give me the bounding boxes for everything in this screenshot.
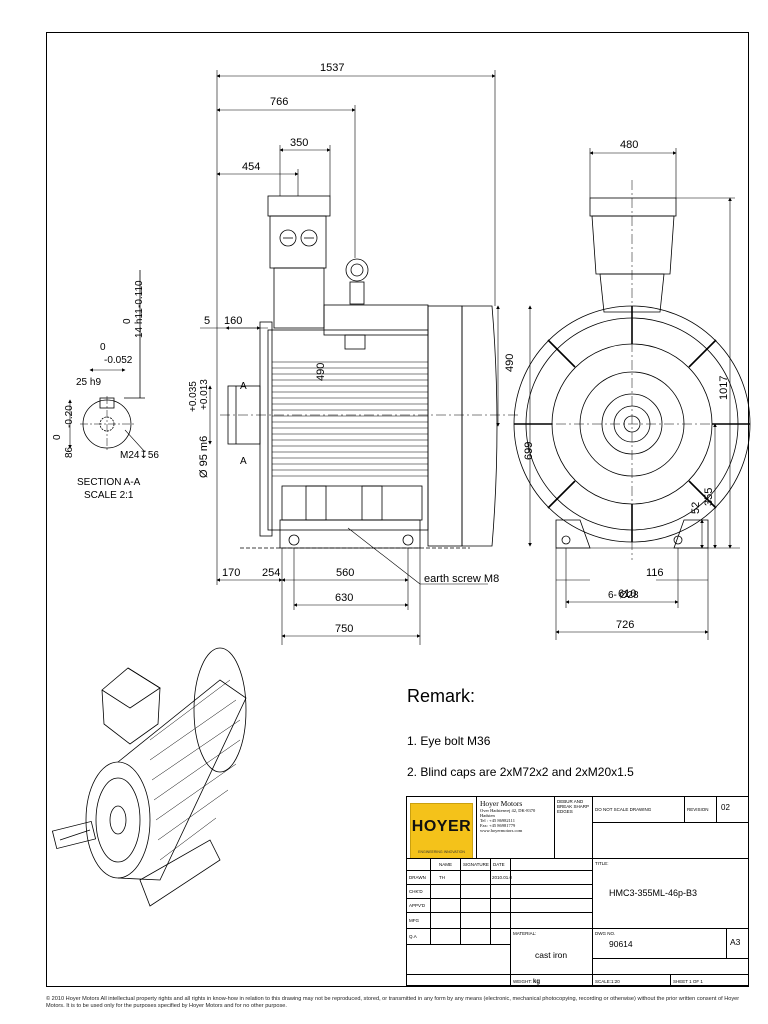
hoyer-logo: HOYER ENGINEERING INNOVATION [410, 803, 473, 859]
isometric-view [51, 647, 247, 907]
rotated-dimension-texts: 490 699 1017 355 52 Ø 95 m6 +0.035 +0.01… [52, 280, 730, 514]
drawing-sheet [46, 32, 749, 987]
side-view [220, 195, 520, 549]
title-block: HOYER ENGINEERING INNOVATION Hoyer Motor… [406, 796, 749, 987]
svg-text:-0.052: -0.052 [104, 355, 133, 366]
svg-text:560: 560 [336, 567, 354, 579]
no-scale-note: DO NOT SCALE DRAWING [593, 797, 685, 823]
svg-text:355: 355 [703, 488, 715, 506]
svg-text:A: A [240, 456, 247, 467]
svg-text:750: 750 [335, 623, 353, 635]
svg-text:14 h11: 14 h11 [134, 308, 145, 338]
svg-text:+0.013: +0.013 [199, 379, 210, 410]
material-value: cast iron [535, 950, 568, 960]
svg-text:-0.20: -0.20 [64, 405, 75, 428]
svg-text:5: 5 [204, 315, 210, 327]
svg-text:0: 0 [122, 318, 133, 324]
drawn-date: 2010.01.0 [491, 871, 512, 885]
svg-text:254: 254 [262, 567, 280, 579]
drawn-name: TH [431, 871, 461, 885]
col-signature: SIGNATURE [461, 859, 491, 871]
drawing-title: HMC3-355ML-46p-B3 [609, 888, 698, 898]
row-mfg: MFG [407, 913, 431, 929]
svg-text:25 h9: 25 h9 [76, 377, 101, 388]
svg-text:1537: 1537 [320, 62, 344, 74]
remark-item-1: 1. Eye bolt M36 [407, 734, 491, 748]
sheet-size: A3 [727, 929, 749, 959]
title-label: TITLE: [595, 861, 609, 866]
svg-text:699: 699 [523, 442, 535, 460]
deburr-note: DEBUR AND BREAK SHARP EDGES [555, 797, 593, 859]
svg-text:480: 480 [620, 139, 638, 151]
copyright-footer: © 2010 Hoyer Motors All intellectual pro… [46, 996, 740, 1009]
scale-value: SCALE:1:20 [593, 975, 671, 987]
section-a-a [80, 270, 145, 452]
dwg-label: DWG NO. [595, 931, 616, 936]
remark-item-2: 2. Blind caps are 2xM72x2 and 2xM20x1.5 [407, 765, 634, 779]
svg-text:766: 766 [270, 96, 288, 108]
svg-text:+0.035: +0.035 [188, 381, 199, 412]
svg-text:SCALE 2:1: SCALE 2:1 [84, 490, 134, 501]
svg-text:6- Ø28: 6- Ø28 [608, 590, 639, 601]
dwg-number: 90614 [609, 939, 633, 949]
revision-label: REVISION [685, 797, 717, 823]
svg-text:1017: 1017 [718, 376, 730, 400]
col-name: NAME [431, 859, 461, 871]
col-date: DATE [491, 859, 511, 871]
svg-text:A: A [240, 381, 247, 392]
row-checked: CHK'D [407, 885, 431, 899]
svg-text:86: 86 [64, 446, 75, 458]
weight-label: WEIGHT: [513, 979, 532, 984]
dimension-lines [68, 70, 740, 645]
svg-text:M24↧56: M24↧56 [120, 450, 159, 461]
company-web: www.hoyermotors.com [480, 828, 523, 833]
svg-text:earth screw M8: earth screw M8 [424, 573, 499, 585]
svg-text:170: 170 [222, 567, 240, 579]
weight-unit: kg [533, 979, 541, 985]
row-approved: APPV'D [407, 899, 431, 913]
company-fax: Fax: +45 86981779 [480, 823, 516, 828]
row-drawn: DRAWN [407, 871, 431, 885]
company-tel: Tel : +45 86982111 [480, 818, 516, 823]
svg-text:Ø 95 m6: Ø 95 m6 [198, 436, 210, 478]
revision-value: 02 [717, 797, 749, 823]
dimension-texts: 1537 766 350 454 5 160 170 254 560 630 7… [76, 62, 664, 635]
sheet-value: SHEET 1 OF 1 [673, 979, 703, 984]
svg-text:SECTION A-A: SECTION A-A [77, 477, 141, 488]
svg-text:454: 454 [242, 161, 260, 173]
svg-text:0: 0 [100, 342, 106, 353]
svg-text:610: 610 [618, 588, 636, 600]
svg-text:0: 0 [52, 434, 63, 440]
company-address: Over Hadstenvej 42, DK-8370 Hadsten [480, 808, 536, 818]
svg-text:726: 726 [616, 619, 634, 631]
svg-text:630: 630 [335, 592, 353, 604]
material-label: MATERIAL: [513, 931, 537, 936]
row-qa: Q.A [407, 929, 431, 945]
svg-text:350: 350 [290, 137, 308, 149]
svg-text:160: 160 [224, 315, 242, 327]
svg-text:-0.110: -0.110 [134, 280, 145, 308]
svg-text:52: 52 [690, 502, 702, 514]
svg-text:490: 490 [504, 354, 516, 372]
company-name: Hoyer Motors [480, 799, 523, 808]
svg-text:490: 490 [315, 363, 327, 381]
svg-text:116: 116 [646, 567, 664, 579]
remark-title: Remark: [407, 686, 476, 706]
